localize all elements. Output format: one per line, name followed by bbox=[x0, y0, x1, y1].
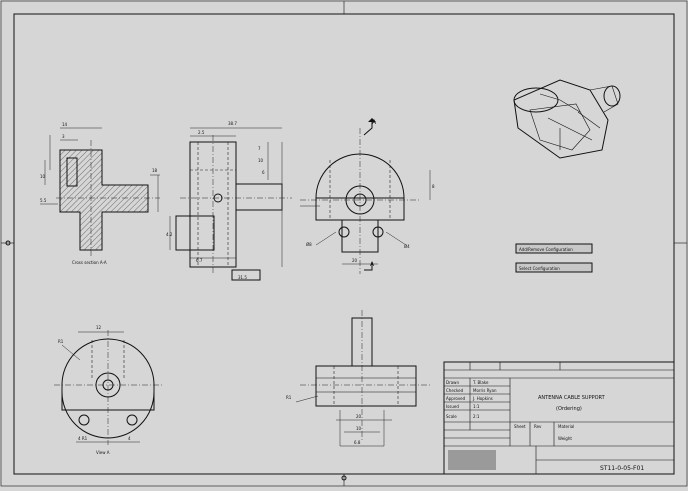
add-remove-configuration-button[interactable]: Add/Remove Configuration bbox=[515, 243, 593, 254]
side-view[interactable]: 38.7 2.5 7 10 6 4.2 6.7 31.5 bbox=[166, 121, 292, 281]
top-view[interactable]: 12 R1 4 R1 4 View A bbox=[54, 325, 162, 455]
section-label: Cross section A-A bbox=[72, 260, 107, 265]
title-row-label: Approved bbox=[446, 396, 466, 401]
isometric-view[interactable] bbox=[513, 79, 621, 159]
side-dim: 2.5 bbox=[198, 130, 205, 135]
section-mark-bottom: A bbox=[370, 261, 375, 268]
front-dim: 20 bbox=[352, 258, 358, 263]
part-title: ANTENNA CABLE SUPPORT bbox=[538, 395, 606, 401]
title-row-value: Morris Ryan bbox=[473, 388, 497, 393]
front-dim: 8 bbox=[432, 184, 435, 189]
top-dim: 4 bbox=[128, 436, 131, 441]
side-dim: 31.5 bbox=[238, 275, 247, 280]
title-row-label: Checked bbox=[446, 388, 464, 393]
title-misc: Sheet bbox=[514, 424, 526, 429]
section-dim: 18 bbox=[152, 168, 158, 173]
top-dim: 12 bbox=[96, 325, 102, 330]
top-view-label: View A bbox=[96, 450, 110, 455]
title-row-label: Scale bbox=[446, 414, 457, 419]
top-dim: 4 R1 bbox=[78, 436, 88, 441]
section-dim: 5.5 bbox=[40, 198, 47, 203]
title-misc: Material bbox=[558, 424, 574, 429]
side-dim: 10 bbox=[258, 158, 264, 163]
side-dim: 6 bbox=[262, 170, 265, 175]
title-row-label: Issued bbox=[446, 404, 459, 409]
top-dim: R1 bbox=[58, 339, 64, 344]
section-mark-top: A bbox=[372, 119, 377, 126]
bottom-dim: 10 bbox=[356, 426, 362, 431]
title-row-value: 2:1 bbox=[473, 414, 480, 419]
side-dim: 38.7 bbox=[228, 121, 237, 126]
title-row-label: Drawn bbox=[446, 380, 459, 385]
title-row-value: J. Hopkins bbox=[472, 396, 493, 401]
select-configuration-button[interactable]: Select Configuration bbox=[515, 262, 593, 273]
front-dim: Ø8 bbox=[306, 242, 312, 247]
bottom-dim: R1 bbox=[286, 395, 292, 400]
front-view[interactable]: A A Ø8 Ø4 8 20 bbox=[300, 118, 435, 274]
title-misc: Weight bbox=[558, 436, 572, 441]
bottom-view[interactable]: R1 20 10 6.8 bbox=[286, 310, 430, 447]
section-dim: 10 bbox=[40, 174, 46, 179]
add-remove-configuration-label: Add/Remove Configuration bbox=[519, 247, 573, 252]
title-row-value: T. Blake bbox=[472, 380, 489, 385]
side-dim: 7 bbox=[258, 146, 261, 151]
drawing-number: ST11-0-05-F01 bbox=[600, 465, 644, 472]
title-block[interactable]: Drawn Checked Approved Issued Scale T. B… bbox=[443, 361, 675, 475]
title-row-value: 1:1 bbox=[473, 404, 480, 409]
title-misc: Rev bbox=[534, 424, 542, 429]
front-dim: Ø4 bbox=[404, 244, 410, 249]
side-dim: 4.2 bbox=[166, 232, 173, 237]
bottom-dim: 20 bbox=[356, 414, 362, 419]
bottom-dim: 6.8 bbox=[354, 440, 361, 445]
section-dim: 14 bbox=[62, 122, 68, 127]
select-configuration-label: Select Configuration bbox=[519, 266, 560, 271]
side-dim: 6.7 bbox=[196, 258, 203, 263]
section-dim: 3 bbox=[62, 134, 65, 139]
cross-section-view[interactable]: 14 3 18 10 5.5 Cross section A-A bbox=[40, 122, 160, 265]
part-subtitle: (Ordering) bbox=[556, 406, 582, 412]
company-logo bbox=[448, 450, 496, 470]
